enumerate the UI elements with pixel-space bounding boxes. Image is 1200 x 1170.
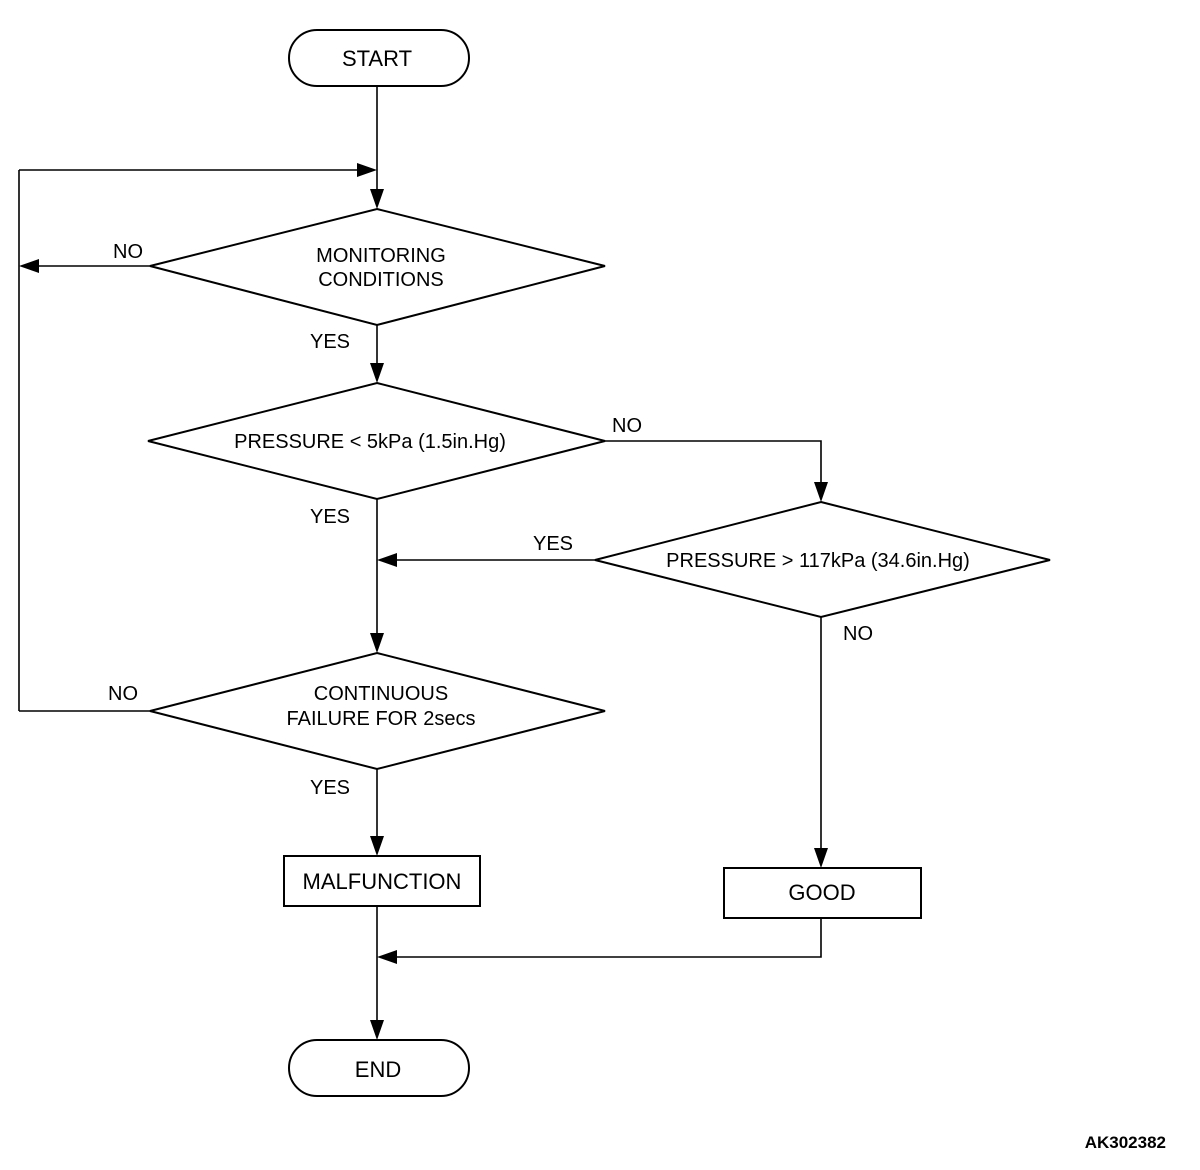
pressure-low-label: PRESSURE < 5kPa (1.5in.Hg) [234, 431, 506, 453]
good-box: GOOD [723, 867, 922, 919]
pressure-high-label: PRESSURE > 117kPa (34.6in.Hg) [666, 550, 970, 572]
arrowhead-left-icon [19, 259, 39, 273]
arrowhead-right-icon [357, 163, 377, 177]
continuous-label-line1: CONTINUOUS [314, 683, 448, 705]
edge-label-pressure-low-yes: YES [310, 506, 350, 528]
arrowhead-down-icon [814, 848, 828, 868]
edge-label-monitoring-no: NO [113, 241, 143, 263]
arrowhead-down-icon [370, 363, 384, 383]
continuous-failure-decision: CONTINUOUS FAILURE FOR 2secs [149, 651, 606, 771]
edge-label-continuous-yes: YES [310, 777, 350, 799]
edge-label-continuous-no: NO [108, 683, 138, 705]
arrowheads [19, 163, 828, 1040]
arrowhead-down-icon [370, 633, 384, 653]
pressure-low-decision: PRESSURE < 5kPa (1.5in.Hg) [147, 381, 606, 501]
edge-label-pressure-high-no: NO [843, 623, 873, 645]
arrowhead-down-icon [814, 482, 828, 502]
good-label: GOOD [788, 880, 855, 905]
monitoring-label-line2: CONDITIONS [318, 269, 444, 291]
edge-labels: NO YES NO YES YES NO NO YES [108, 241, 873, 799]
edge-label-monitoring-yes: YES [310, 331, 350, 353]
arrowhead-down-icon [370, 836, 384, 856]
edge-label-pressure-high-yes: YES [533, 533, 573, 555]
pressure-high-decision: PRESSURE > 117kPa (34.6in.Hg) [594, 500, 1051, 619]
malfunction-box: MALFUNCTION [283, 855, 481, 907]
monitoring-label-line1: MONITORING [316, 245, 446, 267]
monitoring-conditions-decision: MONITORING CONDITIONS [149, 207, 606, 327]
connectors [18, 86, 822, 1022]
figure-code: AK302382 [1085, 1133, 1166, 1152]
start-terminator: START [288, 29, 470, 87]
continuous-label-line2: FAILURE FOR 2secs [287, 708, 476, 730]
malfunction-label: MALFUNCTION [303, 869, 462, 894]
connector-pressure-low-no [605, 440, 822, 484]
connector-good-to-end [394, 918, 822, 958]
end-terminator: END [288, 1039, 470, 1097]
start-label: START [342, 46, 412, 71]
arrowhead-down-icon [370, 1020, 384, 1040]
end-label: END [355, 1057, 401, 1082]
arrowhead-down-icon [370, 189, 384, 209]
arrowhead-left-icon [377, 950, 397, 964]
edge-label-pressure-low-no: NO [612, 415, 642, 437]
arrowhead-left-icon [377, 553, 397, 567]
